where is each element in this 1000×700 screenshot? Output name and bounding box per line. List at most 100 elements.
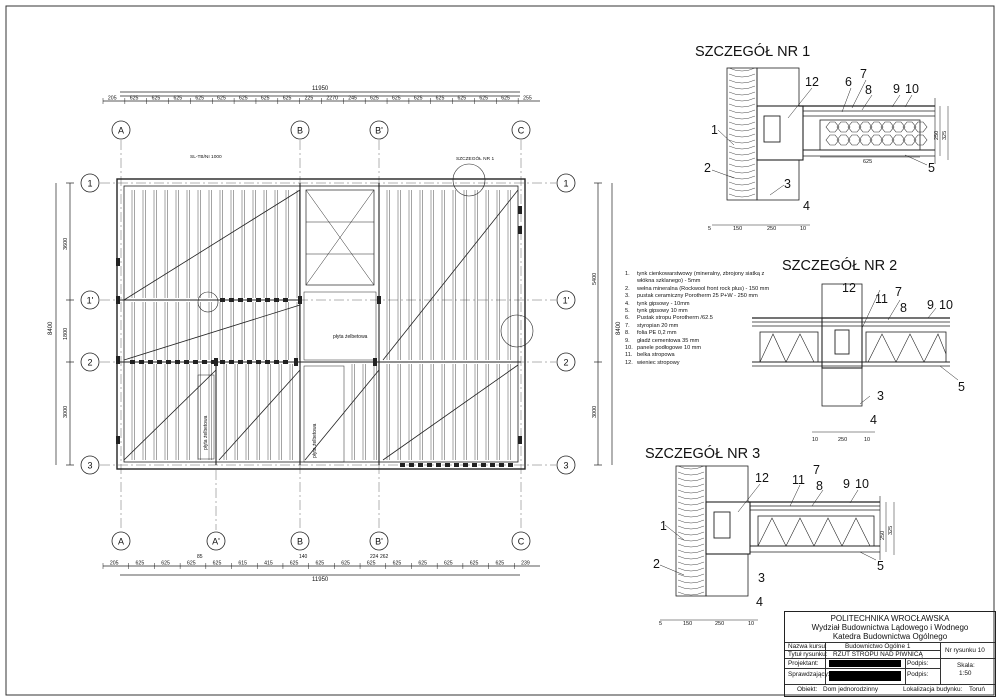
wool-insulation-1 (728, 67, 756, 198)
top-dim-14: 625 (414, 96, 423, 102)
bearing-block (418, 463, 423, 467)
grid-top-0: A (118, 126, 124, 136)
detail-1-n9: 9 (893, 82, 900, 96)
grid-left-0-circle (80, 173, 100, 193)
bottom-dim-2: 625 (161, 561, 170, 567)
bearing-block (518, 206, 522, 214)
bearing-block (377, 296, 381, 304)
bearing-block (298, 296, 302, 304)
university-name: POLITECHNIKA WROCŁAWSKA (830, 614, 950, 623)
bearing-block (116, 258, 120, 266)
legend-number: 6. (625, 315, 630, 322)
bearing-block (256, 360, 261, 364)
detail-2-n5: 5 (958, 380, 965, 394)
top-dim-8: 625 (283, 96, 292, 102)
legend-number: 3. (625, 293, 630, 300)
legend-text: panele podłogowe 10 mm (637, 345, 702, 352)
bottom-mid-dim-3: 262 (380, 554, 389, 560)
bottom-mid-dim-2: 224 (370, 554, 379, 560)
grid-left-2-circle (80, 352, 100, 372)
top-dim-11: 245 (348, 96, 357, 102)
bearing-block (472, 463, 477, 467)
bearing-block (229, 360, 234, 364)
left-dim-2: 1800 (63, 328, 69, 340)
detail-1-n10: 10 (905, 82, 919, 96)
bearing-block (202, 360, 207, 364)
detail-1-n7: 7 (860, 67, 867, 81)
bearing-block (409, 463, 414, 467)
detail-3-dim-4: 10 (748, 621, 754, 627)
grid-left-2: 2 (87, 358, 92, 368)
title-block: POLITECHNIKA WROCŁAWSKA Wydział Budownic… (784, 611, 996, 697)
top-dim-4: 625 (195, 96, 204, 102)
legend-text: gładź cementowa 35 mm (637, 337, 700, 344)
bearing-block (139, 360, 144, 364)
bearing-block (508, 463, 513, 467)
bottom-dim-3: 625 (187, 561, 196, 567)
bottom-dim-14: 625 (470, 561, 479, 567)
grid-bottom-0: A (118, 537, 124, 547)
detail-1-n5: 5 (928, 161, 935, 175)
detail-1-title: SZCZEGÓŁ NR 1 (695, 43, 810, 60)
grid-bottom-2-circle (290, 531, 310, 551)
legend-number: 5. (625, 308, 630, 315)
bottom-mid-dim-0: 85 (197, 554, 203, 560)
grid-right-1-circle (556, 290, 576, 310)
detail-2-n9: 9 (927, 298, 934, 312)
tb-line (785, 684, 995, 685)
floor-joists (131, 190, 511, 460)
top-dim-5: 625 (217, 96, 226, 102)
bottom-dim-12: 625 (418, 561, 427, 567)
detail-2-n4: 4 (870, 413, 877, 427)
legend-number: 8. (625, 330, 630, 337)
bearing-block (238, 360, 243, 364)
bearing-block (220, 298, 225, 302)
grid-bottom-2: B (297, 537, 303, 547)
grid-bottom-1: A' (212, 537, 220, 547)
tb-line (905, 658, 906, 684)
top-dim-15: 625 (436, 96, 445, 102)
bearing-block (265, 298, 270, 302)
title-block-header: POLITECHNIKA WROCŁAWSKA Wydział Budownic… (785, 614, 995, 641)
bearing-block (175, 360, 180, 364)
bearing-block (184, 360, 189, 364)
detail-1-dim-1: 5 (708, 226, 711, 232)
bearing-block (274, 360, 279, 364)
detail-3-n9: 9 (843, 477, 850, 491)
bottom-dim-9: 625 (341, 561, 350, 567)
top-dim-7: 625 (261, 96, 270, 102)
legend-item: 2.wełna mineralna (Rockwool front rock p… (625, 286, 775, 293)
bearing-block (518, 226, 522, 234)
object-label: Obiekt: (797, 686, 818, 693)
detail-2-title: SZCZEGÓŁ NR 2 (782, 257, 897, 274)
detail-1-n4: 4 (803, 199, 810, 213)
faculty-name: Wydział Budownictwa Lądowego i Wodnego (811, 623, 969, 632)
grid-bottom-4: C (518, 537, 525, 547)
top-dim-0: 205 (108, 96, 117, 102)
legend-item: 11.belka stropowa (625, 352, 775, 359)
slab-thick-label-2: płyta żelbetowa (312, 423, 318, 458)
top-dim-13: 625 (392, 96, 401, 102)
detail-1-dim-3: 250 (767, 226, 776, 232)
detail-1: SZCZEGÓŁ NR 1 625 250 325 5 150 250 10 (695, 43, 949, 232)
legend-item: 10.panele podłogowe 10 mm (625, 345, 775, 352)
bottom-dim-0: 205 (110, 561, 119, 567)
detail-3-n11: 11 (792, 473, 805, 487)
bearing-block (130, 360, 135, 364)
left-dim-3: 3000 (63, 406, 69, 418)
grid-left-0: 1 (87, 179, 92, 189)
grid-right-3: 3 (563, 461, 568, 471)
section-label: SL-TB/NI 1000 (190, 154, 222, 160)
bearing-block (373, 358, 377, 366)
legend-number: 7. (625, 322, 630, 329)
detail-3-n2: 2 (653, 557, 660, 571)
grid-right-2: 2 (563, 358, 568, 368)
detail-2-dim-3: 10 (864, 437, 870, 443)
right-dim-1: 5400 (592, 273, 598, 285)
top-dim-2: 625 (152, 96, 161, 102)
legend-number: 11. (625, 352, 633, 359)
slab-thick-label-1: płyta żelbetowa (203, 415, 209, 450)
